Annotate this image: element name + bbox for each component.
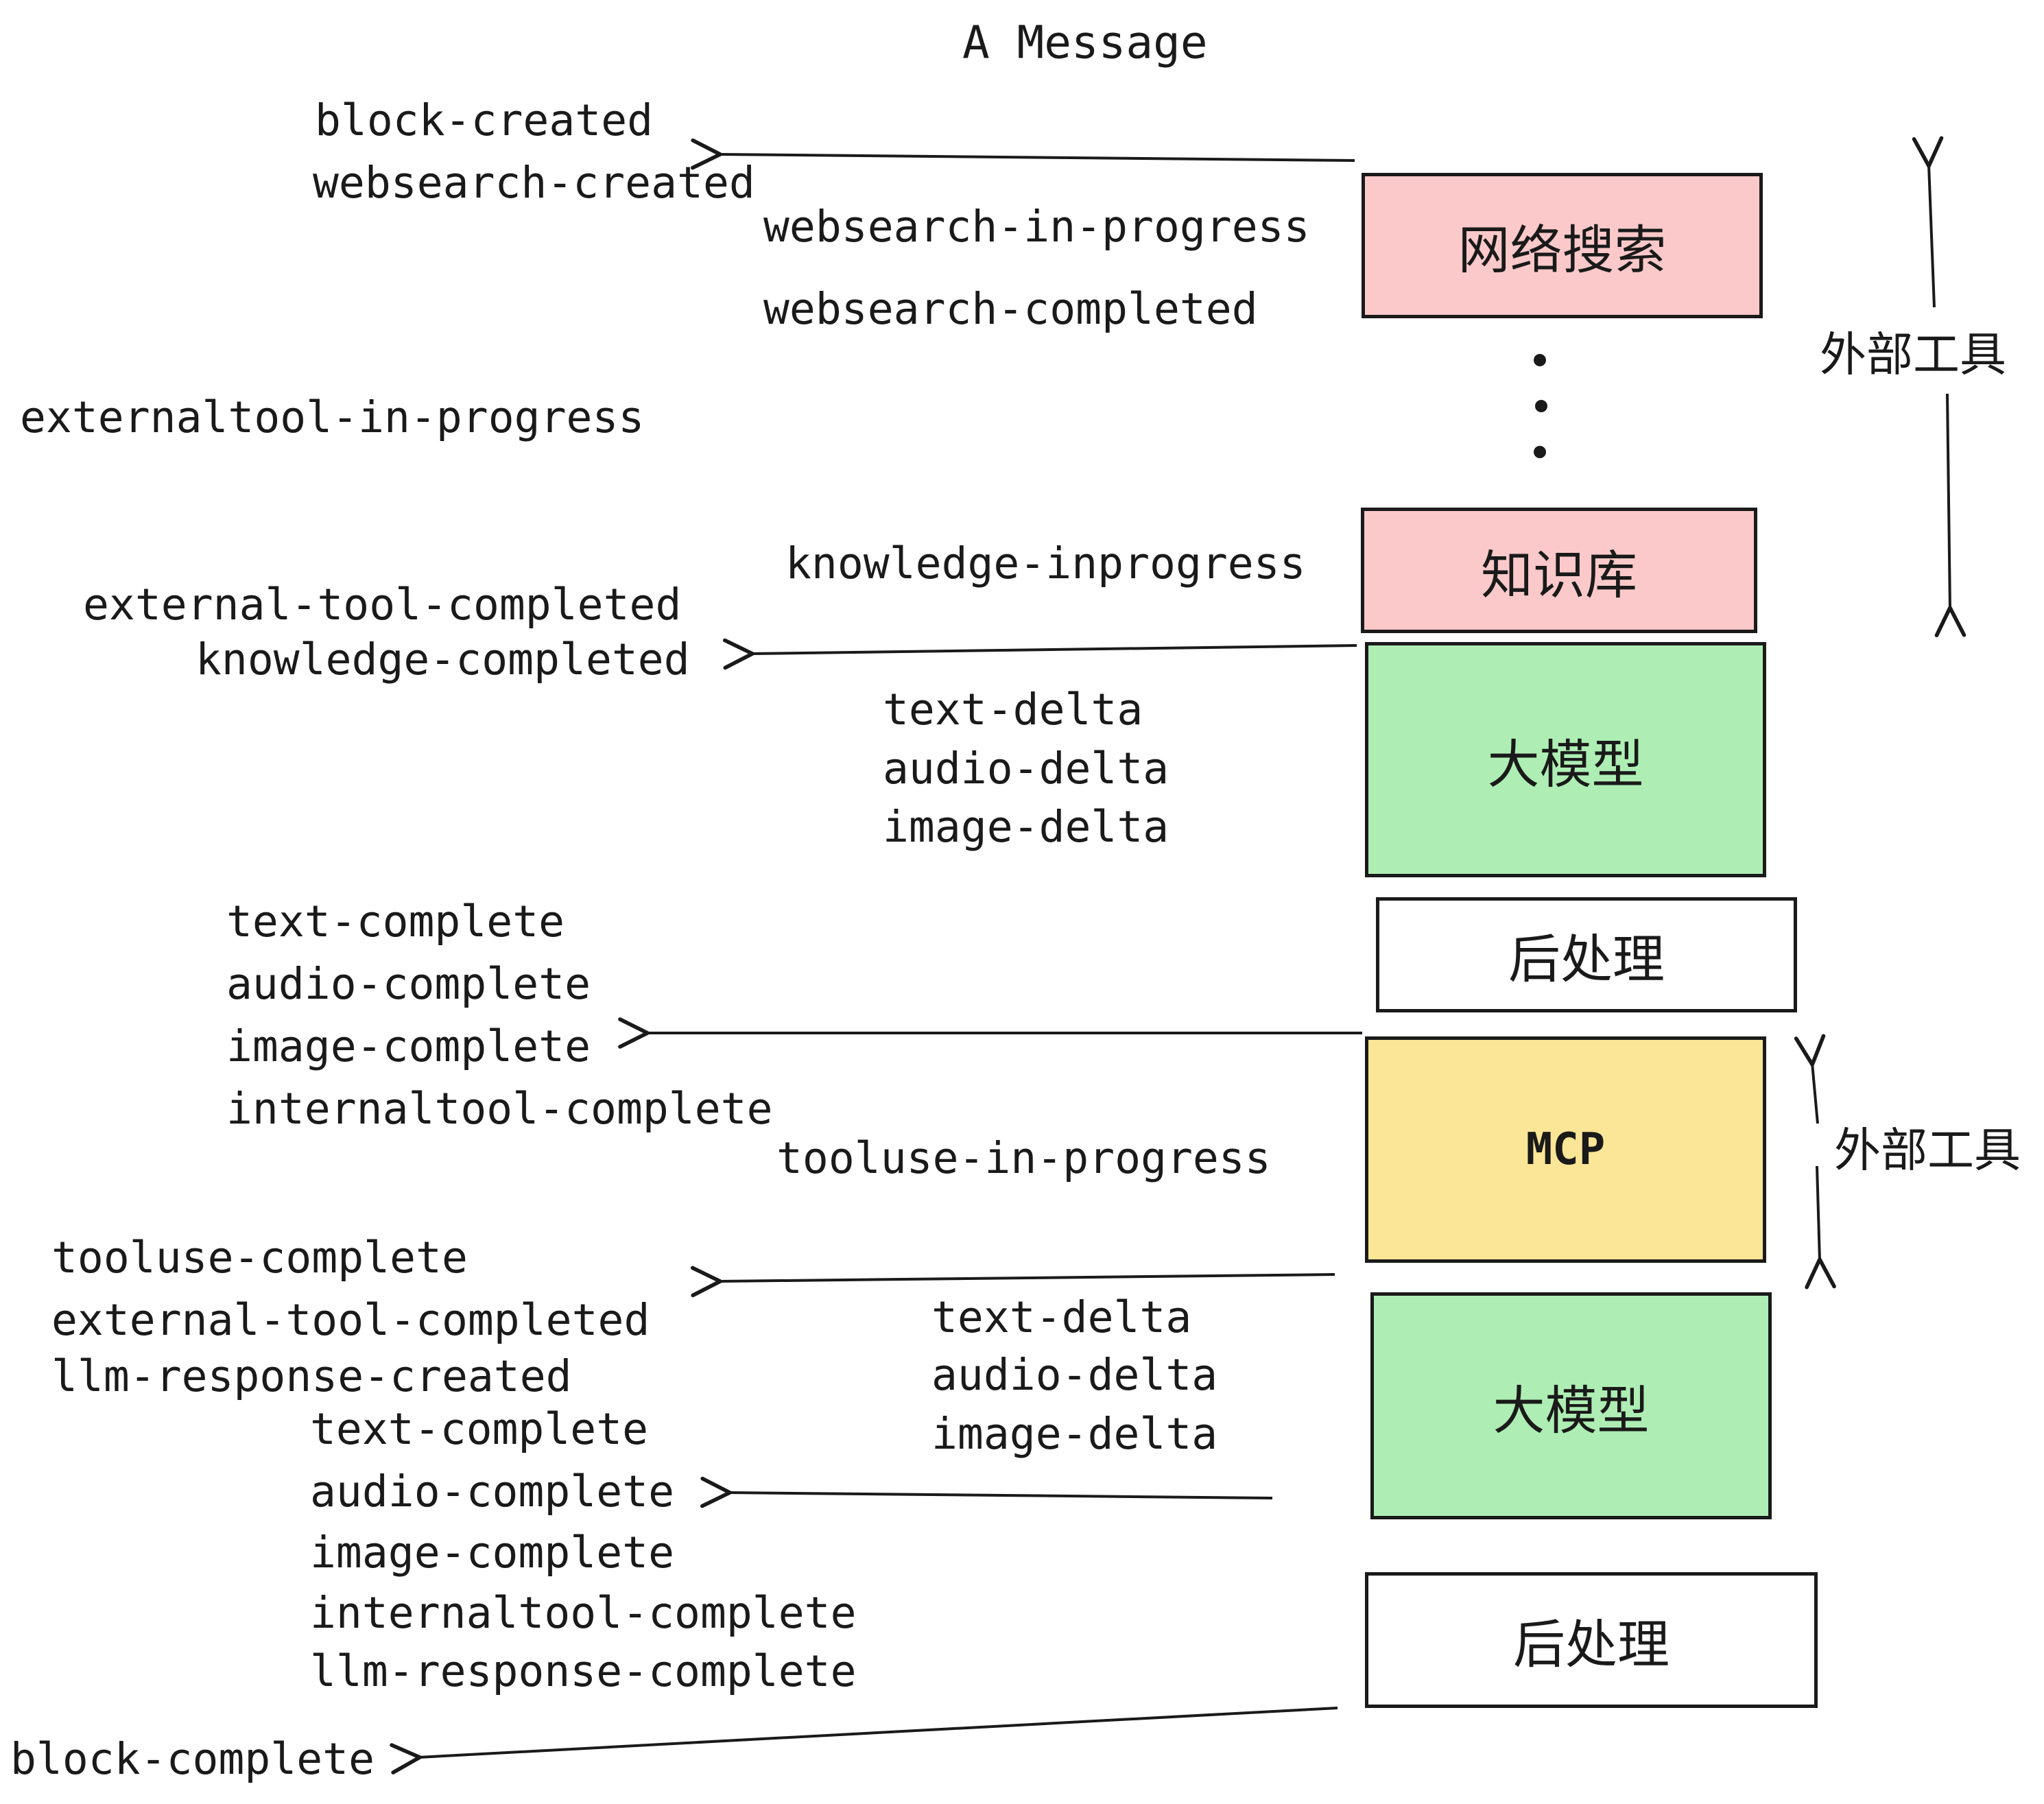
event-label-internaltool-complete: internaltool-complete [226,1084,773,1135]
event-label-external-tool-completed: external-tool-completed [51,1295,650,1346]
post-processing-box-2-label: 后处理 [1513,1614,1669,1675]
mcp-box: MCP [1365,1036,1766,1263]
event-label-text-delta: text-delta [931,1292,1192,1343]
diagram-title: A Message [962,16,1208,69]
ellipsis-dot [1535,400,1547,412]
event-label-audio-delta: audio-delta [931,1350,1218,1401]
external-tools-down-arrow-1 [1934,393,1966,638]
knowledge-base-box: 知识库 [1361,508,1757,633]
event-label-websearch-created: websearch-created [313,158,755,209]
external-tools-up-arrow-1 [1912,136,1944,308]
ellipsis-dots [1534,354,1547,458]
knowledge-base-box-label: 知识库 [1481,544,1637,606]
event-label-block-complete: block-complete [10,1734,375,1785]
post-processing-box-1-label: 后处理 [1508,929,1665,990]
ellipsis-dot [1534,446,1546,458]
arrow-to-knowledge-completed [722,638,1357,670]
arrow-to-tooluse-complete [690,1266,1335,1298]
event-label-knowledge-inprogress: knowledge-inprogress [785,538,1306,589]
event-label-image-complete: image-complete [226,1021,591,1072]
ellipsis-dot [1534,354,1546,366]
arrow-to-block-created [691,138,1355,170]
post-processing-box-2: 后处理 [1365,1572,1818,1708]
llm-box-1: 大模型 [1365,642,1766,877]
llm-box-2-label: 大模型 [1493,1379,1650,1441]
external-tools-label-top: 外部工具 [1820,328,2007,383]
event-label-audio-complete: audio-complete [310,1467,675,1517]
event-label-websearch-in-progress: websearch-in-progress [763,202,1310,252]
event-label-tooluse-in-progress: tooluse-in-progress [776,1133,1271,1184]
llm-box-1-label: 大模型 [1487,733,1644,795]
event-label-image-delta: image-delta [883,802,1169,853]
event-label-text-delta: text-delta [883,685,1143,735]
event-label-image-complete: image-complete [310,1528,675,1578]
websearch-box: 网络搜索 [1362,173,1763,318]
event-label-external-tool-completed: external-tool-completed [83,580,682,630]
event-label-audio-delta: audio-delta [883,744,1169,794]
event-label-externaltool-in-progress: externaltool-in-progress [20,392,645,443]
llm-box-2: 大模型 [1370,1292,1772,1519]
event-label-internaltool-complete: internaltool-complete [310,1588,857,1639]
event-label-block-created: block-created [315,95,654,146]
mcp-box-label: MCP [1525,1124,1606,1175]
event-label-image-delta: image-delta [931,1409,1218,1460]
arrow-to-audio-complete [700,1476,1273,1508]
event-label-audio-complete: audio-complete [226,959,591,1010]
external-tools-down-arrow-2 [1805,1165,1836,1290]
event-label-knowledge-completed: knowledge-completed [195,634,690,685]
event-label-text-complete: text-complete [310,1404,649,1455]
external-tools-label-bottom: 外部工具 [1834,1124,2021,1178]
event-label-llm-response-created: llm-response-created [51,1351,572,1402]
websearch-box-label: 网络搜索 [1458,219,1667,281]
external-tools-up-arrow-2 [1794,1034,1826,1124]
post-processing-box-1: 后处理 [1376,897,1797,1012]
event-label-llm-response-complete: llm-response-complete [310,1646,857,1697]
event-label-tooluse-complete: tooluse-complete [51,1233,468,1283]
arrow-to-block-complete [390,1707,1338,1775]
event-label-text-complete: text-complete [226,897,565,947]
event-label-websearch-completed: websearch-completed [763,284,1258,335]
